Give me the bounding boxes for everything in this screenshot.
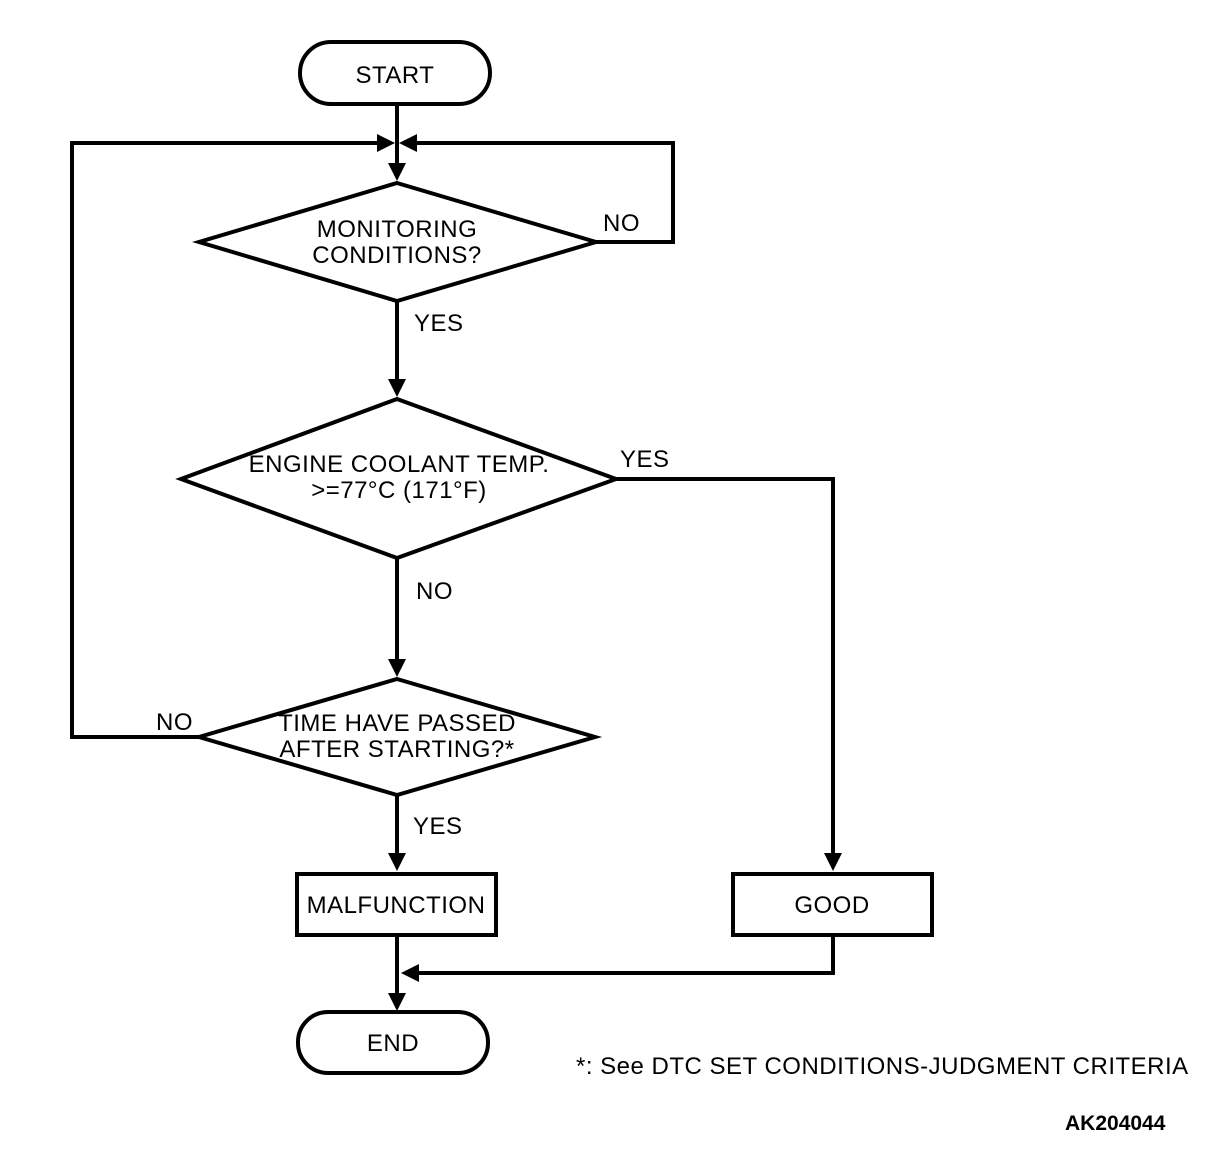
monitoring-label-line2: CONDITIONS? — [312, 242, 482, 269]
edge-monitoring-no-loop — [414, 141, 675, 244]
malfunction-node — [295, 872, 498, 937]
arrowhead-into-time — [388, 659, 406, 677]
good-node — [731, 872, 934, 937]
decision-time-passed — [191, 676, 603, 798]
arrowhead-right-junction — [399, 134, 417, 152]
start-label: START — [356, 62, 435, 89]
arrowhead-good-merge — [401, 964, 419, 982]
coolant-yes-label: YES — [620, 446, 670, 473]
time-label-line2: AFTER STARTING?* — [279, 736, 514, 763]
end-node — [296, 1010, 490, 1075]
arrowhead-into-monitoring — [388, 163, 406, 181]
edge-time-no-loop — [70, 141, 380, 739]
good-label: GOOD — [794, 892, 869, 919]
decision-monitoring-conditions — [191, 180, 604, 304]
decision-engine-coolant-temp — [175, 396, 622, 561]
malfunction-label: MALFUNCTION — [307, 892, 486, 919]
time-label-line1: TIME HAVE PASSED — [278, 710, 516, 737]
arrowhead-into-good — [824, 853, 842, 871]
arrowhead-into-coolant — [388, 379, 406, 397]
time-no-label: NO — [156, 709, 193, 736]
end-label: END — [367, 1030, 419, 1057]
arrowhead-left-junction — [377, 134, 395, 152]
monitoring-yes-label: YES — [414, 310, 464, 337]
footnote: *: See DTC SET CONDITIONS-JUDGMENT CRITE… — [576, 1053, 1189, 1080]
arrowhead-into-malfunction — [388, 853, 406, 871]
coolant-label-line1: ENGINE COOLANT TEMP. — [249, 451, 550, 478]
figure-code: AK204044 — [1065, 1112, 1166, 1135]
time-yes-label: YES — [413, 813, 463, 840]
start-node — [298, 40, 492, 106]
monitoring-label-line1: MONITORING — [317, 216, 478, 243]
coolant-label-line2: >=77°C (171°F) — [311, 477, 487, 504]
edge-coolant-yes — [616, 477, 835, 856]
edge-good-merge — [416, 935, 835, 975]
coolant-no-label: NO — [416, 578, 453, 605]
arrowhead-into-end — [388, 993, 406, 1011]
monitoring-no-label: NO — [603, 210, 640, 237]
